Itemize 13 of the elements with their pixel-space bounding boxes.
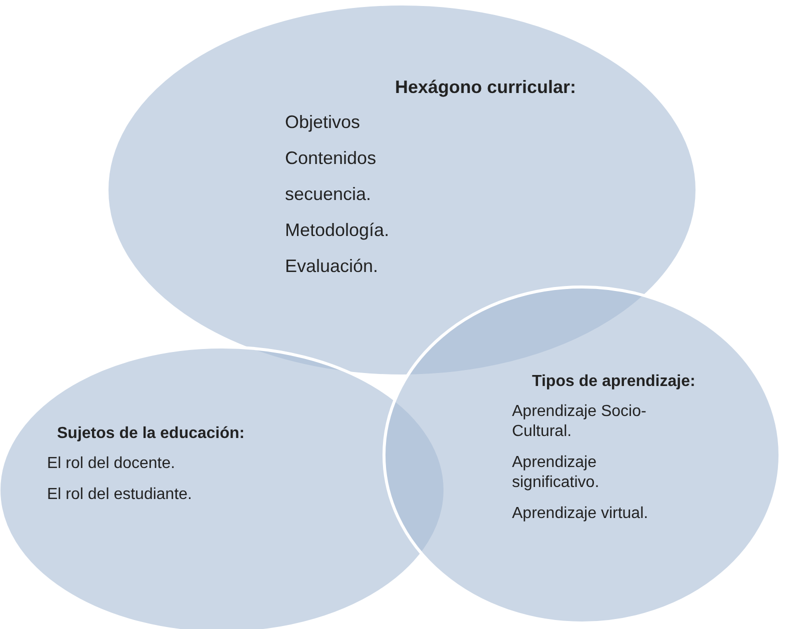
list-item: Contenidos xyxy=(285,148,378,168)
list-item: Objetivos xyxy=(285,112,362,132)
circle-heading: Hexágono curricular: xyxy=(395,77,576,98)
list-item: secuencia. xyxy=(285,184,372,204)
list-item: Aprendizaje Socio-Cultural. xyxy=(512,402,648,442)
list-item: Metodología. xyxy=(285,220,390,240)
list-item: El rol del estudiante. xyxy=(47,485,193,505)
list-item: Aprendizaje significativo. xyxy=(512,453,600,493)
list-item: Evaluación. xyxy=(285,256,380,276)
list-item: Aprendizaje virtual. xyxy=(512,504,650,524)
circle-heading: Tipos de aprendizaje: xyxy=(532,373,696,391)
circle-heading: Sujetos de la educación: xyxy=(57,425,245,443)
list-item: El rol del docente. xyxy=(47,454,176,474)
